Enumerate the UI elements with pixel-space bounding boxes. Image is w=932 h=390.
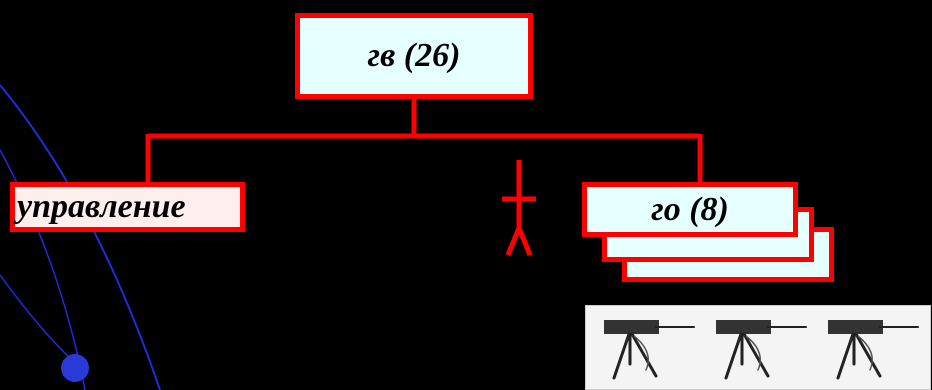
commander-symbol-icon bbox=[502, 160, 536, 256]
child-node-label: го (8) bbox=[651, 190, 729, 228]
machine-gun-image bbox=[828, 320, 919, 380]
child-node-management: управление bbox=[10, 182, 245, 232]
background-arc bbox=[0, 274, 73, 361]
background-sphere bbox=[61, 354, 89, 382]
child-node-label: управление bbox=[17, 188, 186, 225]
root-node: гв (26) bbox=[295, 13, 533, 99]
child-node-groups: го (8) bbox=[582, 182, 798, 237]
root-node-label: гв (26) bbox=[367, 37, 461, 74]
machine-gun-image bbox=[604, 320, 695, 380]
machine-gun-image bbox=[716, 320, 807, 380]
machine-gun-image-strip bbox=[585, 305, 931, 390]
